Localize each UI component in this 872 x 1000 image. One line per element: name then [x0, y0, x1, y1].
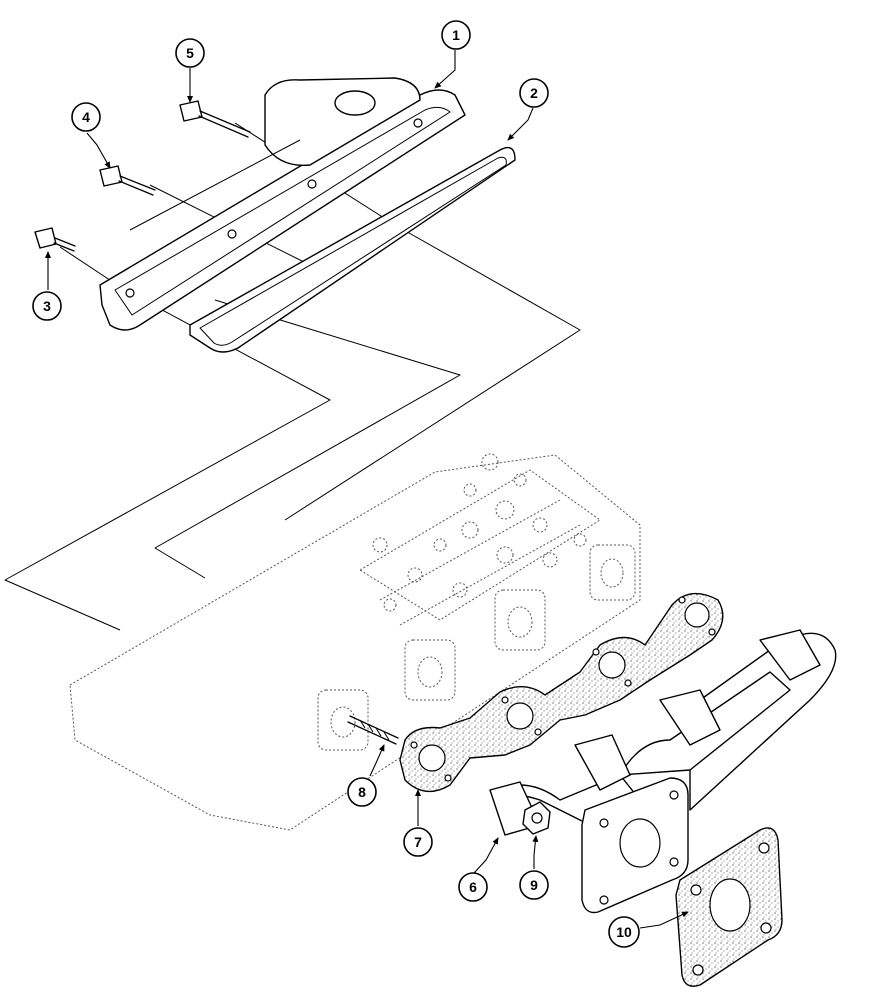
svg-text:4: 4 [82, 109, 90, 125]
callout-3: 3 [32, 291, 62, 321]
callout-4: 4 [71, 102, 101, 132]
manifold-nut [522, 801, 551, 835]
svg-text:6: 6 [469, 879, 477, 895]
callout-1: 1 [441, 20, 471, 50]
head-top-features [372, 453, 587, 612]
cap-screw-5 [179, 100, 251, 138]
callout-6: 6 [458, 872, 488, 902]
cap-screw-4 [99, 165, 156, 196]
valve-cover [99, 77, 466, 331]
callout-8: 8 [347, 777, 377, 807]
svg-text:2: 2 [530, 85, 538, 101]
svg-text:1: 1 [452, 27, 460, 43]
svg-text:5: 5 [186, 45, 194, 61]
callout-7: 7 [403, 827, 433, 857]
callout-2: 2 [519, 78, 549, 108]
svg-text:3: 3 [43, 298, 51, 314]
svg-text:7: 7 [414, 834, 422, 850]
valve-cover-gasket [189, 146, 516, 353]
exhaust-flange-gasket [675, 827, 783, 987]
cylinder-head-outline [69, 453, 641, 831]
callout-5: 5 [175, 38, 205, 68]
svg-text:9: 9 [530, 877, 538, 893]
exhaust-manifold [489, 629, 837, 914]
callout-leaders [45, 50, 689, 929]
head-port-bosses [317, 544, 636, 751]
callout-10: 10 [608, 916, 640, 948]
svg-text:10: 10 [616, 924, 632, 940]
exhaust-manifold-gasket [399, 592, 724, 793]
callout-9: 9 [519, 870, 549, 900]
cap-screw-3 [34, 227, 76, 252]
svg-text:8: 8 [358, 784, 366, 800]
manifold-stud [347, 715, 399, 745]
